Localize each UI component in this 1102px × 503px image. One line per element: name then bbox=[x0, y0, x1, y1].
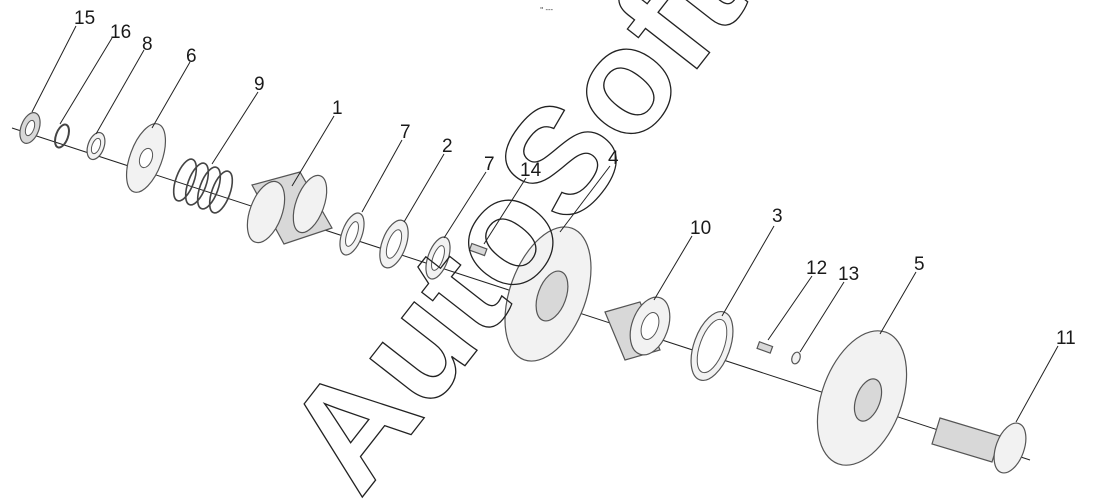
part-1-sleeve bbox=[246, 171, 333, 245]
top-mark: " --- bbox=[540, 6, 553, 14]
watermark: AutoSoft bbox=[253, 0, 775, 503]
callout-15: 15 bbox=[74, 8, 95, 29]
part-7-washer-a bbox=[339, 212, 365, 256]
callout-9: 9 bbox=[254, 74, 265, 95]
callout-10: 10 bbox=[690, 218, 711, 239]
part-2-ring bbox=[379, 219, 409, 269]
part-12-bolt bbox=[756, 341, 774, 354]
callout-14: 14 bbox=[520, 160, 542, 181]
callout-13: 13 bbox=[838, 264, 859, 285]
part-6-disc bbox=[125, 123, 167, 193]
part-14-pin bbox=[468, 242, 488, 257]
part-3-ring bbox=[690, 311, 734, 381]
callout-8: 8 bbox=[142, 34, 153, 55]
part-5-disc bbox=[816, 330, 908, 466]
part-16-circlip bbox=[54, 123, 70, 149]
part-10-hub bbox=[604, 296, 671, 361]
callout-2: 2 bbox=[442, 136, 453, 157]
part-13-washer bbox=[791, 351, 801, 365]
part-4-sheave bbox=[504, 226, 592, 362]
part-9-spring bbox=[172, 158, 234, 214]
callout-5: 5 bbox=[914, 254, 925, 275]
callout-11: 11 bbox=[1056, 328, 1076, 349]
part-15-nut bbox=[19, 112, 41, 144]
callout-4: 4 bbox=[608, 148, 619, 169]
callout-7b: 7 bbox=[484, 154, 495, 175]
part-11-shaft bbox=[931, 417, 1027, 474]
leader-lines bbox=[31, 25, 1059, 423]
part-7-washer-b bbox=[425, 236, 451, 280]
callout-3: 3 bbox=[772, 206, 783, 227]
callout-1: 1 bbox=[332, 98, 343, 119]
callout-6: 6 bbox=[186, 46, 197, 67]
callout-16: 16 bbox=[110, 22, 131, 43]
callout-7a: 7 bbox=[400, 122, 411, 143]
part-8-washer bbox=[86, 131, 106, 161]
callout-12: 12 bbox=[806, 258, 827, 279]
